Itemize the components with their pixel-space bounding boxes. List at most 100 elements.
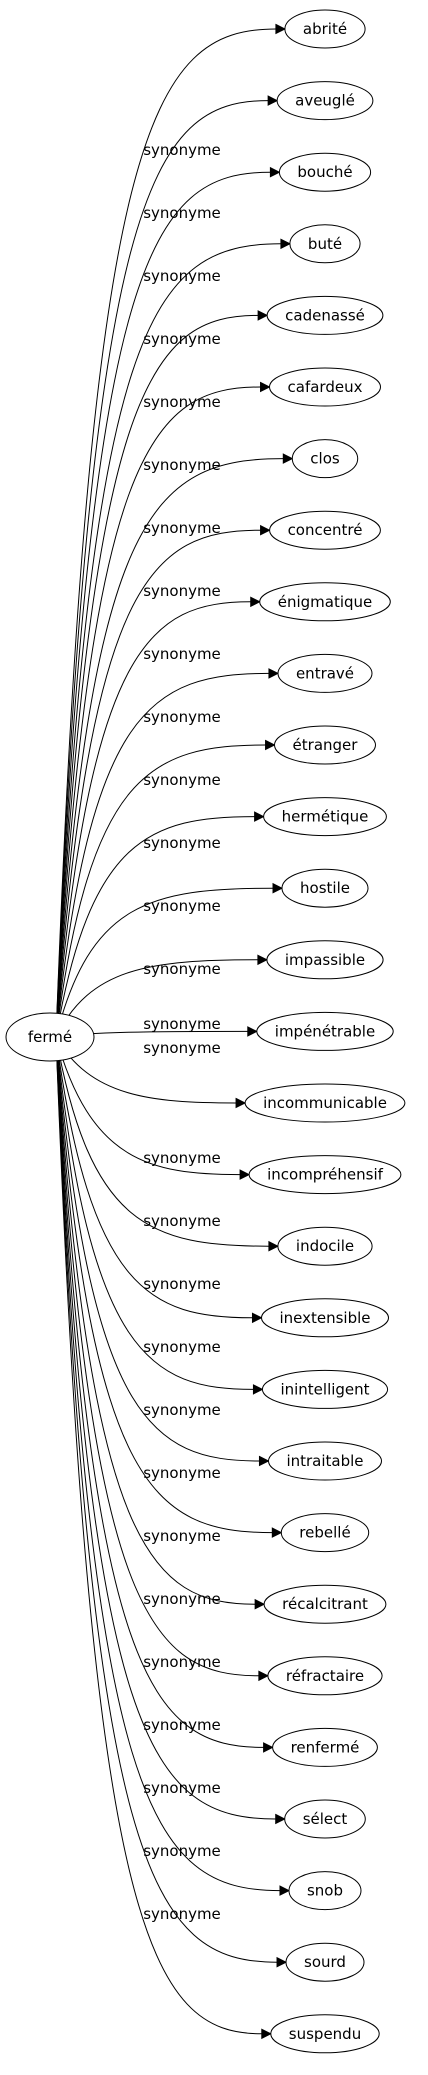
synonym-edge: [55, 1036, 256, 1605]
target-node[interactable]: récalcitrant: [263, 1584, 387, 1624]
nodes-layer: fermé abrité aveuglé bouché buté cadenassé ca…: [5, 9, 406, 2054]
edge-label: synonyme: [143, 1842, 221, 1860]
source-node-label: fermé: [28, 1028, 72, 1046]
arrowhead-icon: [252, 1384, 264, 1395]
target-node[interactable]: suspendu: [270, 2014, 380, 2054]
target-node-label: récalcitrant: [282, 1595, 368, 1613]
synonym-edge: [55, 243, 281, 1038]
synonym-edge: [55, 1036, 280, 1892]
target-node[interactable]: abrité: [284, 9, 366, 49]
arrowhead-icon: [250, 596, 261, 608]
target-node-ellipse: [285, 1942, 365, 1982]
synonym-edge: [55, 1036, 262, 2035]
synonym-edge: [55, 386, 261, 1038]
edge-label: synonyme: [143, 897, 221, 915]
edge-label: synonyme: [143, 141, 221, 159]
target-node[interactable]: clos: [291, 439, 359, 479]
target-node[interactable]: intraitable: [268, 1441, 382, 1481]
arrowhead-icon: [254, 811, 265, 822]
target-node-label: entravé: [296, 664, 354, 682]
arrowhead-icon: [276, 1956, 288, 1968]
edge-label: synonyme: [143, 708, 221, 726]
target-node[interactable]: inintelligent: [261, 1369, 389, 1409]
target-node-ellipse: [266, 295, 384, 335]
arrowhead-icon: [275, 23, 287, 35]
target-node[interactable]: hermétique: [263, 797, 387, 837]
target-node[interactable]: indocile: [277, 1226, 373, 1266]
arrowhead-icon: [268, 668, 280, 679]
target-node[interactable]: réfractaire: [267, 1656, 383, 1696]
arrowhead-icon: [235, 1097, 247, 1109]
target-node[interactable]: impassible: [266, 940, 384, 980]
target-node[interactable]: cadenassé: [266, 295, 384, 335]
target-node[interactable]: sélect: [284, 1799, 366, 1839]
target-node-ellipse: [270, 2014, 380, 2054]
synonym-edge: [55, 744, 266, 1038]
target-node[interactable]: snob: [288, 1871, 362, 1911]
arrowhead-icon: [280, 238, 292, 250]
source-node[interactable]: fermé: [5, 1012, 95, 1062]
target-node-label: renfermé: [291, 1738, 360, 1756]
target-node[interactable]: impénétrable: [256, 1011, 394, 1051]
target-node[interactable]: rebellé: [280, 1513, 370, 1553]
arrowhead-icon: [260, 381, 271, 393]
arrowhead-icon: [267, 95, 279, 106]
target-node[interactable]: bouché: [278, 152, 372, 192]
arrowhead-icon: [257, 954, 269, 966]
target-node-label: buté: [308, 235, 342, 253]
target-node-ellipse: [261, 1298, 389, 1338]
edge-label: synonyme: [143, 456, 221, 474]
target-node-ellipse: [263, 797, 387, 837]
target-node-ellipse: [280, 1513, 370, 1553]
target-node[interactable]: sourd: [285, 1942, 365, 1982]
synonym-edge: [55, 100, 269, 1038]
edge-label: synonyme: [143, 1590, 221, 1608]
target-node-ellipse: [291, 439, 359, 479]
synonym-edge: [55, 601, 251, 1038]
arrowhead-icon: [279, 1885, 291, 1896]
synonym-edge: [55, 171, 271, 1038]
target-node-label: intraitable: [286, 1452, 363, 1470]
target-node-ellipse: [288, 1871, 362, 1911]
target-node[interactable]: hostile: [281, 868, 369, 908]
target-node[interactable]: cafardeux: [269, 367, 381, 407]
arrowhead-icon: [275, 1813, 286, 1825]
target-node[interactable]: renfermé: [272, 1727, 378, 1767]
edges-layer: synonyme synonyme synonyme synonyme synonyme…: [55, 23, 294, 2040]
edge-label: synonyme: [143, 267, 221, 285]
synonym-edge: [55, 28, 276, 1038]
edge-label: synonyme: [143, 1905, 221, 1923]
target-node-label: cafardeux: [288, 378, 363, 396]
target-node-label: sélect: [303, 1810, 348, 1828]
arrowhead-icon: [247, 1026, 258, 1037]
target-node[interactable]: incommunicable: [244, 1083, 406, 1123]
edge-label: synonyme: [143, 1275, 221, 1293]
edge-label: synonyme: [143, 1149, 221, 1167]
edge-label: synonyme: [143, 1716, 221, 1734]
target-node[interactable]: entravé: [277, 653, 373, 693]
target-node[interactable]: inextensible: [261, 1298, 389, 1338]
edge-label: synonyme: [143, 1779, 221, 1797]
synonym-edge: [55, 1036, 253, 1319]
arrowhead-icon: [260, 524, 271, 536]
target-node-ellipse: [284, 1799, 366, 1839]
synonym-edge: [55, 1036, 276, 1820]
edge-label: synonyme: [143, 645, 221, 663]
target-node[interactable]: étranger: [274, 725, 376, 765]
target-node[interactable]: énigmatique: [259, 582, 391, 622]
synonym-edge: [55, 1036, 259, 1677]
arrowhead-icon: [239, 1169, 251, 1180]
target-node-label: abrité: [303, 20, 347, 38]
source-node-ellipse: [5, 1012, 95, 1062]
target-node[interactable]: aveuglé: [276, 81, 374, 121]
target-node-ellipse: [269, 510, 381, 550]
target-node[interactable]: buté: [289, 224, 361, 264]
arrowhead-icon: [258, 1455, 270, 1467]
target-node[interactable]: incompréhensif: [248, 1155, 402, 1195]
synonym-edge: [55, 1036, 241, 1176]
edge-label: synonyme: [143, 1527, 221, 1545]
edge-label: synonyme: [143, 582, 221, 600]
target-node[interactable]: concentré: [269, 510, 381, 550]
edge-label: synonyme: [143, 1338, 221, 1356]
